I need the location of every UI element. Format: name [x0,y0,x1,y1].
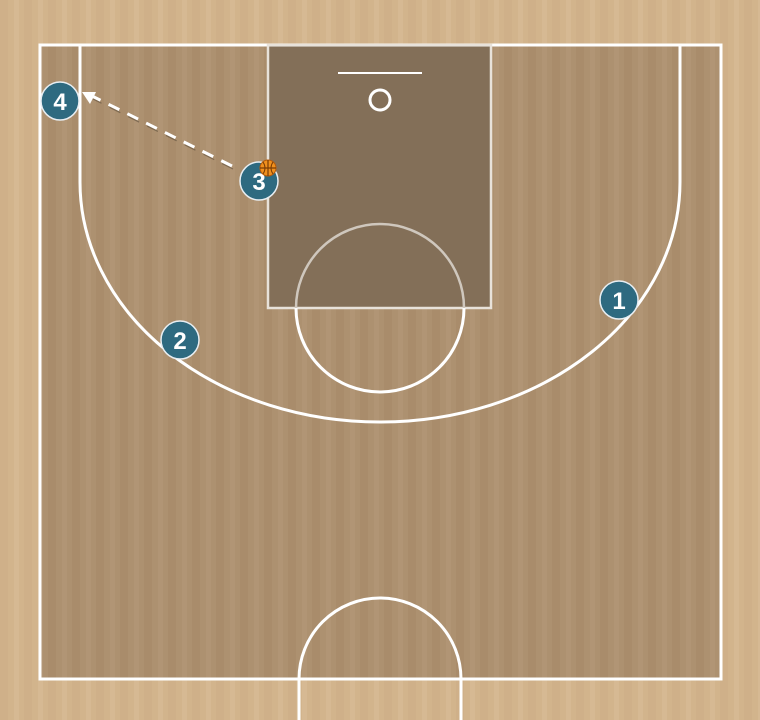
player-3-label: 3 [252,169,265,196]
three-point-line [78,45,682,424]
paint-area [268,45,491,308]
rim [368,88,392,112]
court-lines [38,43,723,720]
center-circle [297,596,463,720]
player-1-label: 1 [612,288,625,315]
player-2-label: 2 [173,328,186,355]
pass-arrow-3-to-4 [82,92,234,170]
free-throw-circle-upper [294,222,466,309]
player-2[interactable]: 2 [160,320,200,360]
player-1[interactable]: 1 [599,280,639,320]
basketball-icon [259,159,277,177]
player-4[interactable]: 4 [40,81,80,121]
free-throw-circle-lower [294,307,466,394]
player-4-label: 4 [53,89,67,116]
